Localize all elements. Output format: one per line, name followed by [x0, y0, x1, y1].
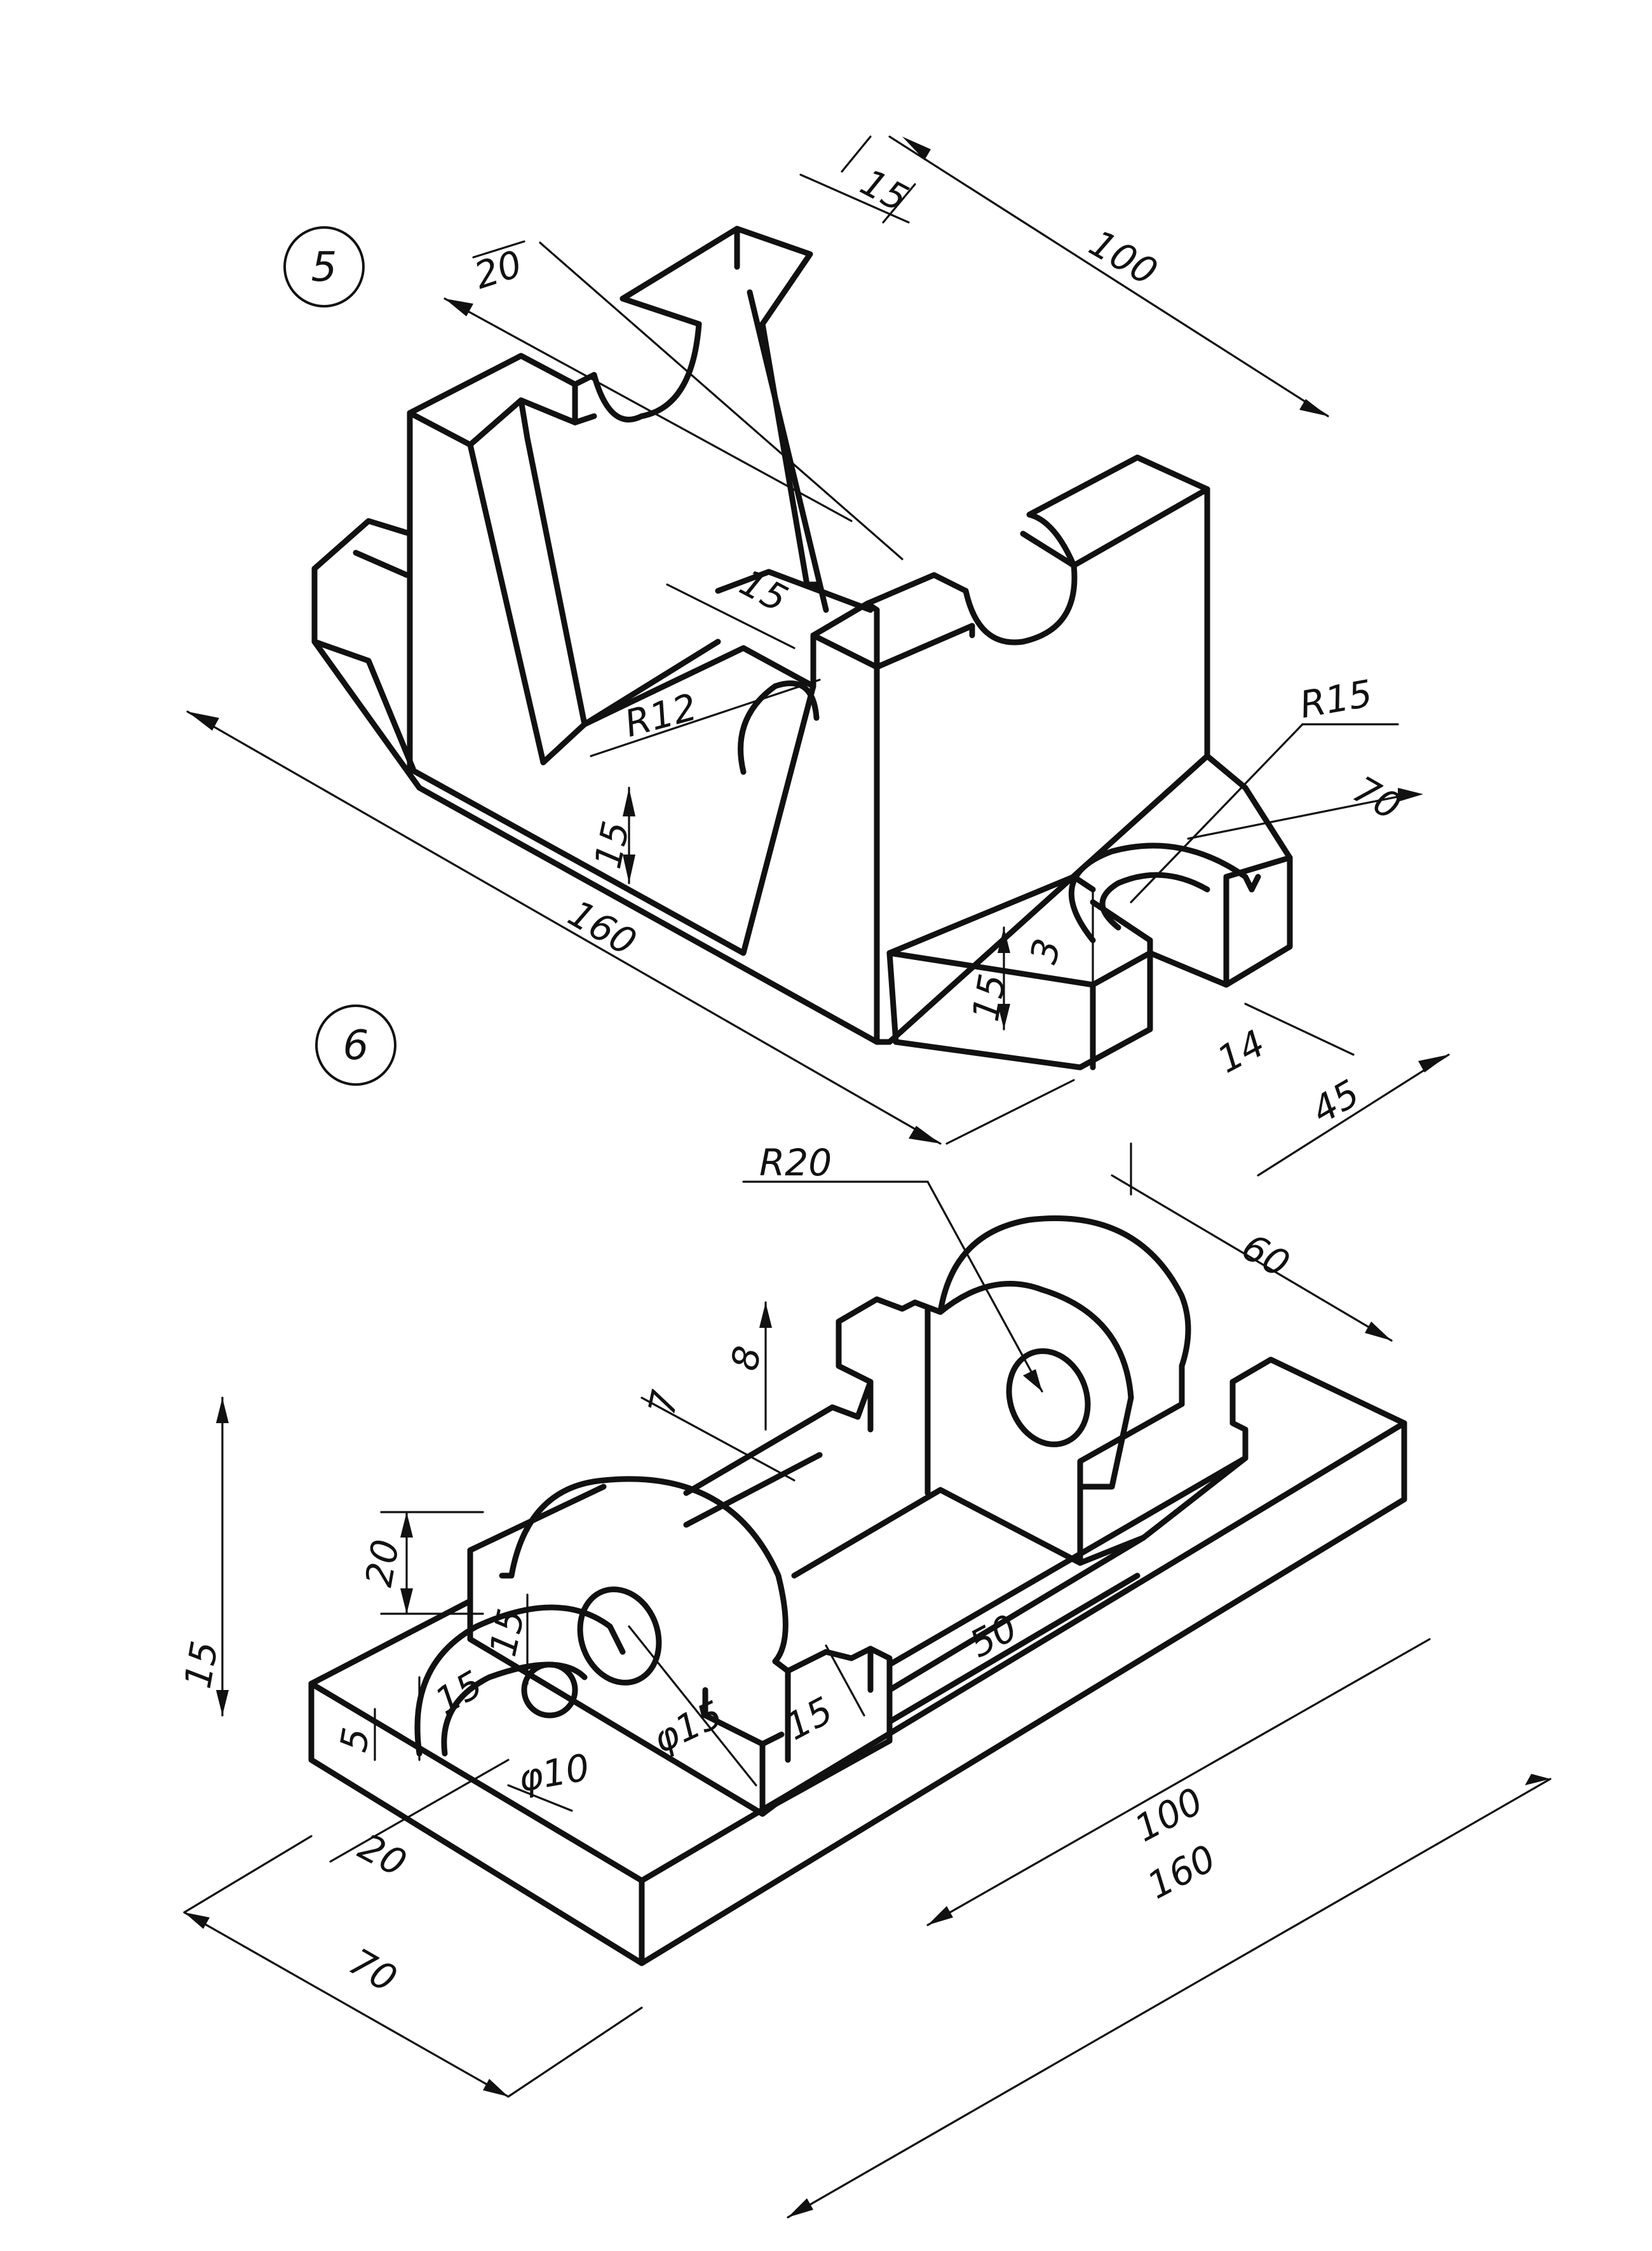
dim-8: 8: [722, 1342, 769, 1374]
dim-R20: R20: [759, 1141, 832, 1184]
figure-6-label-circle: [315, 1004, 396, 1086]
dim-14: 14: [1210, 1022, 1272, 1082]
figure-6-dimension-arrows: [184, 1302, 1550, 2217]
figure-6-label: 6: [315, 1004, 396, 1086]
dim-70: 70: [342, 1940, 404, 2001]
dim-45: 45: [1304, 1071, 1367, 1132]
dim-15-left: 15: [586, 818, 638, 872]
dim-15-hub: 15: [481, 1605, 533, 1660]
dim-7: 7: [640, 1387, 687, 1419]
dim-100: 100: [1082, 221, 1165, 294]
figure-6-dimension-texts: R20 60 8 7 20 15 15 15 φ15 15 50 100 160…: [176, 1141, 1297, 2001]
figure-5-label-text: 5: [311, 244, 337, 291]
dim-R15: R15: [1297, 672, 1376, 727]
dim-3: 3: [1022, 934, 1069, 968]
dim-phi10: φ10: [515, 1745, 593, 1800]
figure-5-dimension-lines: [186, 135, 1450, 1177]
figure-6: 6: [176, 1004, 1552, 2219]
figure-5-dimension-arrows: [187, 137, 1449, 1144]
dim-60: 60: [1235, 1225, 1297, 1286]
dim-15-inner: 15: [733, 560, 794, 621]
dim-70: 70: [1346, 767, 1408, 828]
figure-5-part-outline: [311, 226, 1293, 1071]
dim-15-step: 15: [964, 971, 1015, 1024]
dim-20: 20: [469, 242, 527, 297]
figure-5: 5: [186, 135, 1450, 1177]
figure-6-part-outline: [308, 1215, 1407, 1966]
dim-20-slot: 20: [351, 1825, 413, 1885]
dim-15-top: 15: [853, 160, 915, 220]
dim-15-base: 15: [176, 1638, 227, 1691]
figure-6-label-text: 6: [343, 1022, 369, 1069]
figure-5-label-circle: [283, 226, 365, 308]
dim-20-left: 20: [357, 1536, 408, 1590]
dim-5: 5: [332, 1724, 378, 1755]
figure-5-dimension-texts: 20 15 100 15 R12 15 160 R15 70 3 15 14 4…: [469, 160, 1408, 1132]
dim-15-plate: 15: [428, 1662, 490, 1723]
figure-5-label: 5: [283, 226, 365, 308]
